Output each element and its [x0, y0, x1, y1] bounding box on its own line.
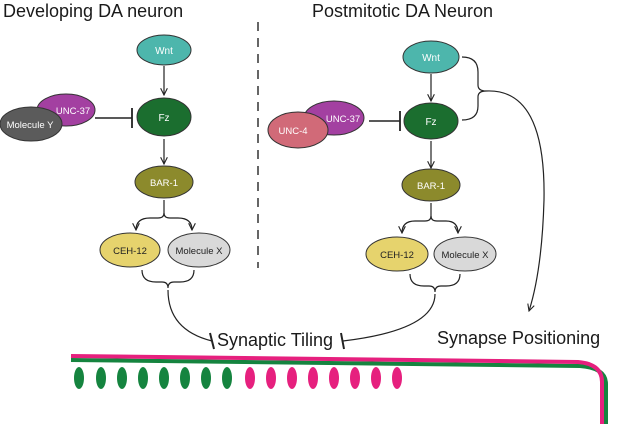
green-synapse-6 — [180, 367, 190, 389]
left-unc37-label: UNC-37 — [56, 106, 90, 117]
right-molecule-x-node — [433, 236, 497, 272]
green-synapse-1 — [74, 367, 84, 389]
left-molecule-y-label: Molecule Y — [7, 120, 54, 131]
right-tiling-bar — [340, 332, 345, 350]
magenta-synapse-3 — [287, 367, 297, 389]
magenta-synapse-2 — [266, 367, 276, 389]
right-fork-right — [430, 215, 458, 233]
right-title: Postmitotic DA Neuron — [312, 1, 494, 21]
magenta-synapse-6 — [350, 367, 360, 389]
right-fork-left — [402, 203, 432, 233]
right-brace — [409, 273, 461, 293]
neurite — [70, 354, 608, 424]
right-pathway: Wnt Fz UNC-37 UNC-4 BAR-1 CEH-12 Molecul… — [267, 40, 545, 350]
right-molecule-x-label: Molecule X — [442, 250, 490, 261]
right-ceh12-node — [365, 236, 429, 272]
right-wnt-label: Wnt — [422, 53, 440, 64]
left-bar1-node — [134, 165, 194, 199]
left-wnt-label: Wnt — [155, 46, 173, 57]
right-bar1-label: BAR-1 — [417, 181, 445, 192]
left-fz-label: Fz — [158, 113, 169, 124]
green-synapse-2 — [96, 367, 106, 389]
right-unc4-node — [267, 111, 329, 149]
left-fork — [136, 200, 165, 230]
green-synapse-7 — [201, 367, 211, 389]
green-synapse-8 — [222, 367, 232, 389]
magenta-synapse-5 — [329, 367, 339, 389]
right-fz-node — [403, 102, 459, 140]
left-fz-node — [136, 97, 192, 137]
right-wnt-node — [402, 40, 460, 74]
left-pathway: Wnt Fz UNC-37 Molecule Y BAR-1 CEH-12 Mo… — [0, 34, 231, 350]
right-curve-to-tiling — [342, 293, 436, 342]
magenta-synapse-1 — [245, 367, 255, 389]
right-curve-to-positioning — [485, 90, 545, 311]
left-brace — [141, 269, 195, 289]
right-unc4-label: UNC-4 — [278, 126, 307, 137]
magenta-synapse-4 — [308, 367, 318, 389]
left-molecule-x-label: Molecule X — [176, 246, 224, 257]
right-bar1-node — [401, 168, 461, 202]
green-synapse-4 — [138, 367, 148, 389]
left-fork-right — [163, 212, 192, 230]
left-tiling-bar — [209, 332, 215, 350]
synaptic-tiling-label: Synaptic Tiling — [217, 330, 334, 350]
green-synapse-3 — [117, 367, 127, 389]
left-title: Developing DA neuron — [3, 1, 184, 21]
left-ceh12-label: CEH-12 — [113, 246, 147, 257]
right-fz-label: Fz — [425, 117, 436, 128]
right-unc37-label: UNC-37 — [326, 114, 360, 125]
synapse-positioning-label: Synapse Positioning — [437, 328, 601, 348]
left-ceh12-node — [99, 232, 161, 268]
right-ceh12-label: CEH-12 — [380, 250, 414, 261]
left-curve-to-tiling — [167, 289, 213, 342]
left-molecule-x-node — [167, 232, 231, 268]
magenta-synapse-8 — [392, 367, 402, 389]
left-bar1-label: BAR-1 — [150, 178, 178, 189]
neurite-green-line — [70, 358, 608, 424]
left-molecule-y-node — [0, 106, 63, 142]
magenta-synapse-7 — [371, 367, 381, 389]
green-synapse-5 — [159, 367, 169, 389]
left-wnt-node — [136, 34, 192, 66]
synapse-puncta — [74, 367, 402, 389]
right-wnt-fz-brace — [461, 56, 487, 121]
neurite-magenta-line — [70, 354, 604, 424]
